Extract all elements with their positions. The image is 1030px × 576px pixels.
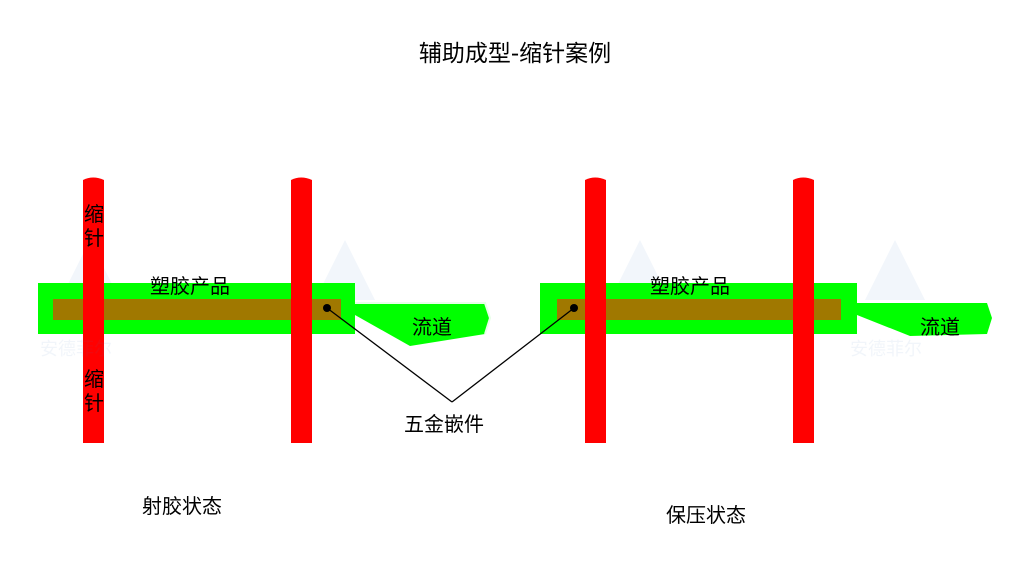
pin-label-left-top: 缩针 <box>84 202 104 250</box>
watermark-text-2: 安德菲尔 <box>850 339 922 360</box>
leader-line-right <box>451 307 575 403</box>
diagram-injection-state <box>38 177 492 443</box>
pin-label-left-bottom: 缩针 <box>84 367 104 415</box>
metal-insert-right <box>557 299 841 320</box>
product-label-left: 塑胶产品 <box>150 274 230 298</box>
product-label-right: 塑胶产品 <box>650 274 730 298</box>
runner-label-left: 流道 <box>412 315 452 339</box>
state-label-injection: 射胶状态 <box>142 494 222 518</box>
pin-left-2 <box>291 177 312 443</box>
pin-right-1 <box>585 177 606 443</box>
insert-label: 五金嵌件 <box>404 412 484 436</box>
state-label-holding: 保压状态 <box>666 503 746 527</box>
runner-label-right: 流道 <box>920 315 960 339</box>
diagram-holding-state <box>540 177 992 443</box>
metal-insert-left <box>53 299 341 320</box>
leader-line-left <box>326 307 453 403</box>
pin-left-1 <box>83 177 104 443</box>
pin-right-2 <box>793 177 814 443</box>
page-title: 辅助成型-缩针案例 <box>418 41 612 67</box>
watermark-text-1: 安德菲尔 <box>40 339 112 360</box>
